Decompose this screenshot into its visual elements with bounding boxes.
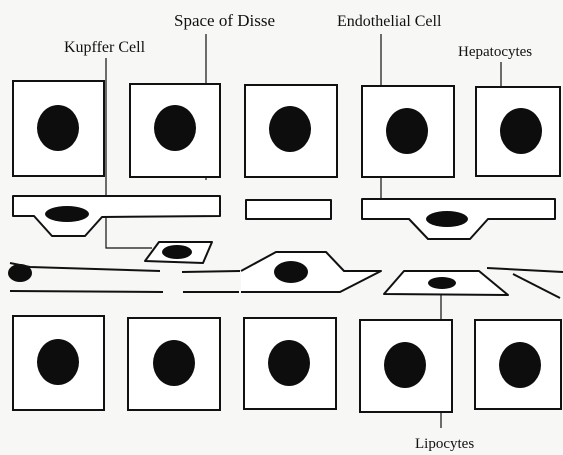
hepatocyte <box>130 84 220 177</box>
endothelial-cell-left <box>13 196 220 236</box>
label-kupffer-cell: Kupffer Cell <box>64 39 146 56</box>
sinusoid-wall-upper <box>13 196 555 239</box>
hepatocyte <box>245 85 337 177</box>
hepatocyte-row-top <box>13 81 560 177</box>
hepatocyte <box>128 318 220 410</box>
hepatocyte <box>362 86 454 177</box>
endothelial-cell-lower <box>241 252 381 292</box>
hepatocyte-nucleus <box>268 340 310 386</box>
endothelial-nucleus <box>45 206 89 222</box>
endothelial-segment <box>246 200 331 219</box>
hepatocyte-nucleus <box>500 108 542 154</box>
lower-wall-segment <box>10 263 160 271</box>
label-endothelial-cell: Endothelial Cell <box>337 13 442 30</box>
hepatocyte-nucleus <box>386 108 428 154</box>
kupffer-nucleus <box>162 245 192 259</box>
hepatocyte <box>476 87 560 176</box>
lower-wall-segment <box>513 274 560 298</box>
lipocyte-nucleus <box>428 277 456 289</box>
lower-wall-segment <box>487 268 563 272</box>
endothelial-nucleus <box>426 211 468 227</box>
label-lipocytes: Lipocytes <box>415 436 474 452</box>
hepatocyte-nucleus <box>384 342 426 388</box>
hepatocyte <box>13 316 104 410</box>
hepatocyte-nucleus <box>37 339 79 385</box>
hepatocyte-nucleus <box>37 105 79 151</box>
label-hepatocytes: Hepatocytes <box>458 44 532 60</box>
hepatocyte <box>360 320 452 412</box>
sinusoid-wall-lower <box>10 252 563 298</box>
label-space-of-disse: Space of Disse <box>174 11 275 30</box>
hepatocyte <box>475 320 561 409</box>
hepatocyte-nucleus <box>269 106 311 152</box>
hepatocyte-nucleus <box>154 105 196 151</box>
endothelial-nucleus <box>274 261 308 283</box>
hepatocyte-nucleus <box>153 340 195 386</box>
lower-wall-segment <box>10 291 163 292</box>
lower-wall-segment <box>182 271 240 272</box>
hepatocyte <box>244 318 336 409</box>
hepatocyte <box>13 81 104 176</box>
hepatocyte-nucleus <box>499 342 541 388</box>
hepatocyte-row-bottom <box>13 316 561 412</box>
